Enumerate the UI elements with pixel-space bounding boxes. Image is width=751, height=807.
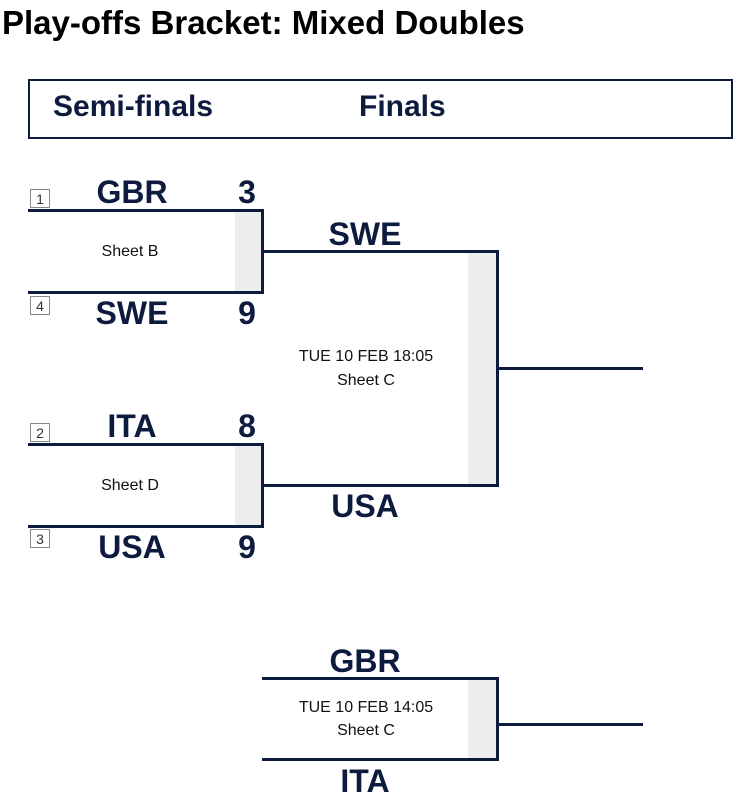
seed-badge: 2 [30, 423, 50, 442]
bracket-line [262, 677, 498, 680]
page-title: Play-offs Bracket: Mixed Doubles [2, 4, 525, 41]
match-time: TUE 10 FEB 14:05 [298, 699, 434, 716]
bracket-line [262, 484, 498, 487]
seed-badge: 4 [30, 296, 50, 315]
match-shade [235, 210, 262, 292]
sheet-label: Sheet C [337, 372, 395, 389]
sheet-label: Sheet C [337, 722, 395, 739]
team-name: GBR [96, 174, 168, 210]
team-name: ITA [107, 408, 157, 444]
team-name: USA [331, 488, 399, 524]
winner-line [498, 367, 643, 370]
bracket-line [496, 250, 499, 487]
finals-heading: Finals [359, 90, 446, 123]
match-shade [468, 679, 496, 759]
match-time: TUE 10 FEB 18:05 [298, 348, 434, 365]
bracket-line [28, 209, 263, 212]
seed-badge: 1 [30, 189, 50, 208]
bracket-line [28, 525, 263, 528]
bracket-line [496, 677, 499, 761]
sheet-label: Sheet B [101, 243, 159, 260]
team-score: 3 [238, 174, 256, 210]
team-name: SWE [95, 295, 169, 331]
team-score: 9 [238, 295, 256, 331]
team-name: USA [98, 529, 166, 565]
winner-line [498, 723, 643, 726]
team-name: SWE [328, 216, 402, 252]
match-shade [468, 252, 496, 485]
semifinals-heading: Semi-finals [53, 90, 214, 123]
bracket-line [28, 443, 263, 446]
seed-badge: 3 [30, 529, 50, 548]
team-name: GBR [329, 643, 401, 679]
bracket-line [262, 758, 498, 761]
team-score: 8 [238, 408, 256, 444]
match-shade [235, 444, 262, 526]
team-name: ITA [340, 763, 390, 799]
bracket-line [28, 291, 263, 294]
team-score: 9 [238, 529, 256, 565]
bracket-line [262, 250, 498, 253]
sheet-label: Sheet D [101, 477, 159, 494]
round-header [28, 79, 733, 139]
